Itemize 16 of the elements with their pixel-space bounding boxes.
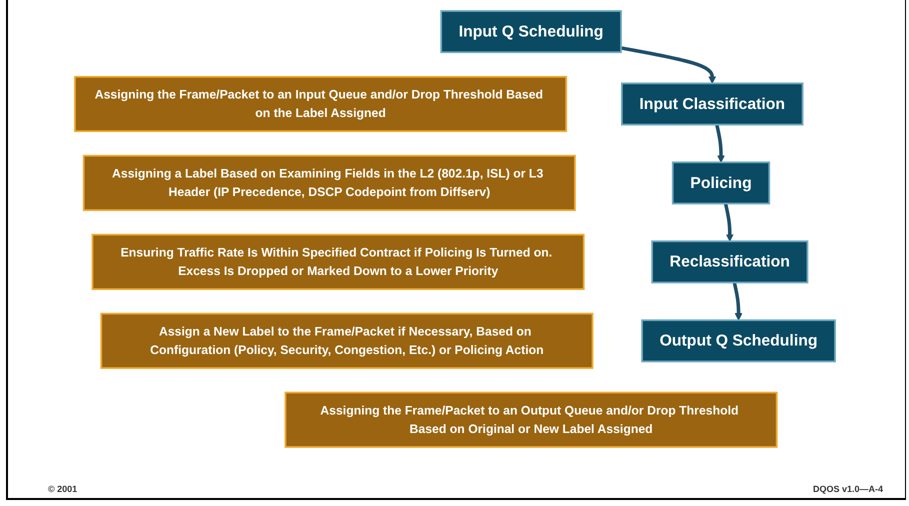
node-box: Ensuring Traffic Rate Is Within Specified Contract if Policing Is Turned on. Excess Is Dropped or Marked Down to a Lower Priority: [92, 234, 585, 290]
copyright-note: © 2001: [48, 484, 78, 494]
arrow: [732, 282, 742, 321]
node-box: Assigning the Frame/Packet to an Output Queue and/or Drop Threshold Based on Original or New Label Assigned: [284, 392, 778, 448]
slide-code: DQOS v1.0—A-4: [812, 484, 883, 494]
arrow: [724, 203, 734, 242]
node-box: Assign a New Label to the Frame/Packet if Necessary, Based on Configuration (Policy, Security, Congestion, Etc.) or Policing Action: [100, 312, 594, 369]
node-box: Output Q Scheduling: [641, 319, 836, 362]
node-box: Reclassification: [651, 240, 808, 284]
node-box: Assigning the Frame/Packet to an Input Queue and/or Drop Threshold Based on the Label Assigned: [74, 76, 568, 132]
node-box: Policing: [672, 161, 770, 204]
node-box: Input Q Scheduling: [440, 10, 622, 54]
node-box: Assigning a Label Based on Examining Fields in the L2 (802.1p, ISL) or L3 Header (IP Precedence, DSCP Codepoint from Diffserv): [82, 154, 576, 212]
arrow: [620, 46, 716, 84]
arrow: [715, 124, 725, 163]
node-box: Input Classification: [621, 82, 804, 126]
